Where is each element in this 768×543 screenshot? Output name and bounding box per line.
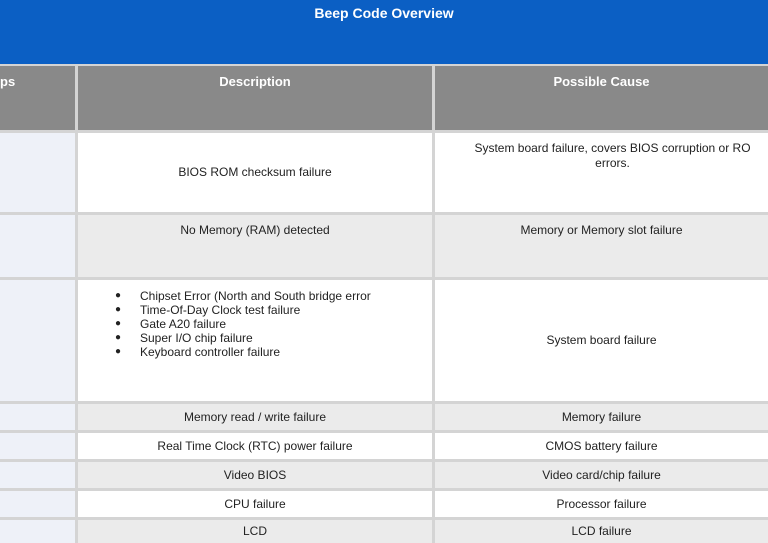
description-cell: LCD	[78, 520, 432, 543]
list-item: ●Time-Of-Day Clock test failure	[115, 303, 301, 317]
beep-code-table: ps Description Possible Cause BIOS ROM c…	[0, 64, 768, 543]
header-possible-cause: Possible Cause	[435, 66, 768, 130]
beeps-cell	[0, 433, 75, 459]
cause-cell: CMOS battery failure	[435, 433, 768, 459]
beeps-cell	[0, 133, 75, 212]
cause-cell: Video card/chip failure	[435, 462, 768, 488]
cause-cell: LCD failure	[435, 520, 768, 543]
description-cell: CPU failure	[78, 491, 432, 517]
beeps-cell	[0, 491, 75, 517]
description-cell: Video BIOS	[78, 462, 432, 488]
cause-cell: System board failure	[435, 280, 768, 401]
beeps-cell	[0, 215, 75, 277]
beeps-cell	[0, 520, 75, 543]
beeps-cell	[0, 404, 75, 430]
list-item: ●Gate A20 failure	[115, 317, 227, 331]
list-item: ●Super I/O chip failure	[115, 331, 253, 345]
header-beeps: ps	[0, 66, 75, 130]
cause-cell: System board failure, covers BIOS corrup…	[435, 133, 768, 212]
cause-cell: Memory or Memory slot failure	[435, 215, 768, 277]
description-cell: Real Time Clock (RTC) power failure	[78, 433, 432, 459]
beeps-cell	[0, 462, 75, 488]
cause-cell: Memory failure	[435, 404, 768, 430]
description-cell: No Memory (RAM) detected	[78, 215, 432, 277]
page-title: Beep Code Overview	[314, 5, 454, 21]
page-banner: Beep Code Overview	[0, 0, 768, 64]
description-cell: BIOS ROM checksum failure	[78, 133, 432, 212]
header-description: Description	[78, 66, 432, 130]
description-cell: Memory read / write failure	[78, 404, 432, 430]
description-cell: ●Chipset Error (North and South bridge e…	[78, 280, 432, 401]
cause-cell: Processor failure	[435, 491, 768, 517]
list-item: ●Chipset Error (North and South bridge e…	[115, 289, 371, 303]
failure-list: ●Chipset Error (North and South bridge e…	[78, 280, 432, 359]
list-item: ●Keyboard controller failure	[115, 345, 281, 359]
beeps-cell	[0, 280, 75, 401]
